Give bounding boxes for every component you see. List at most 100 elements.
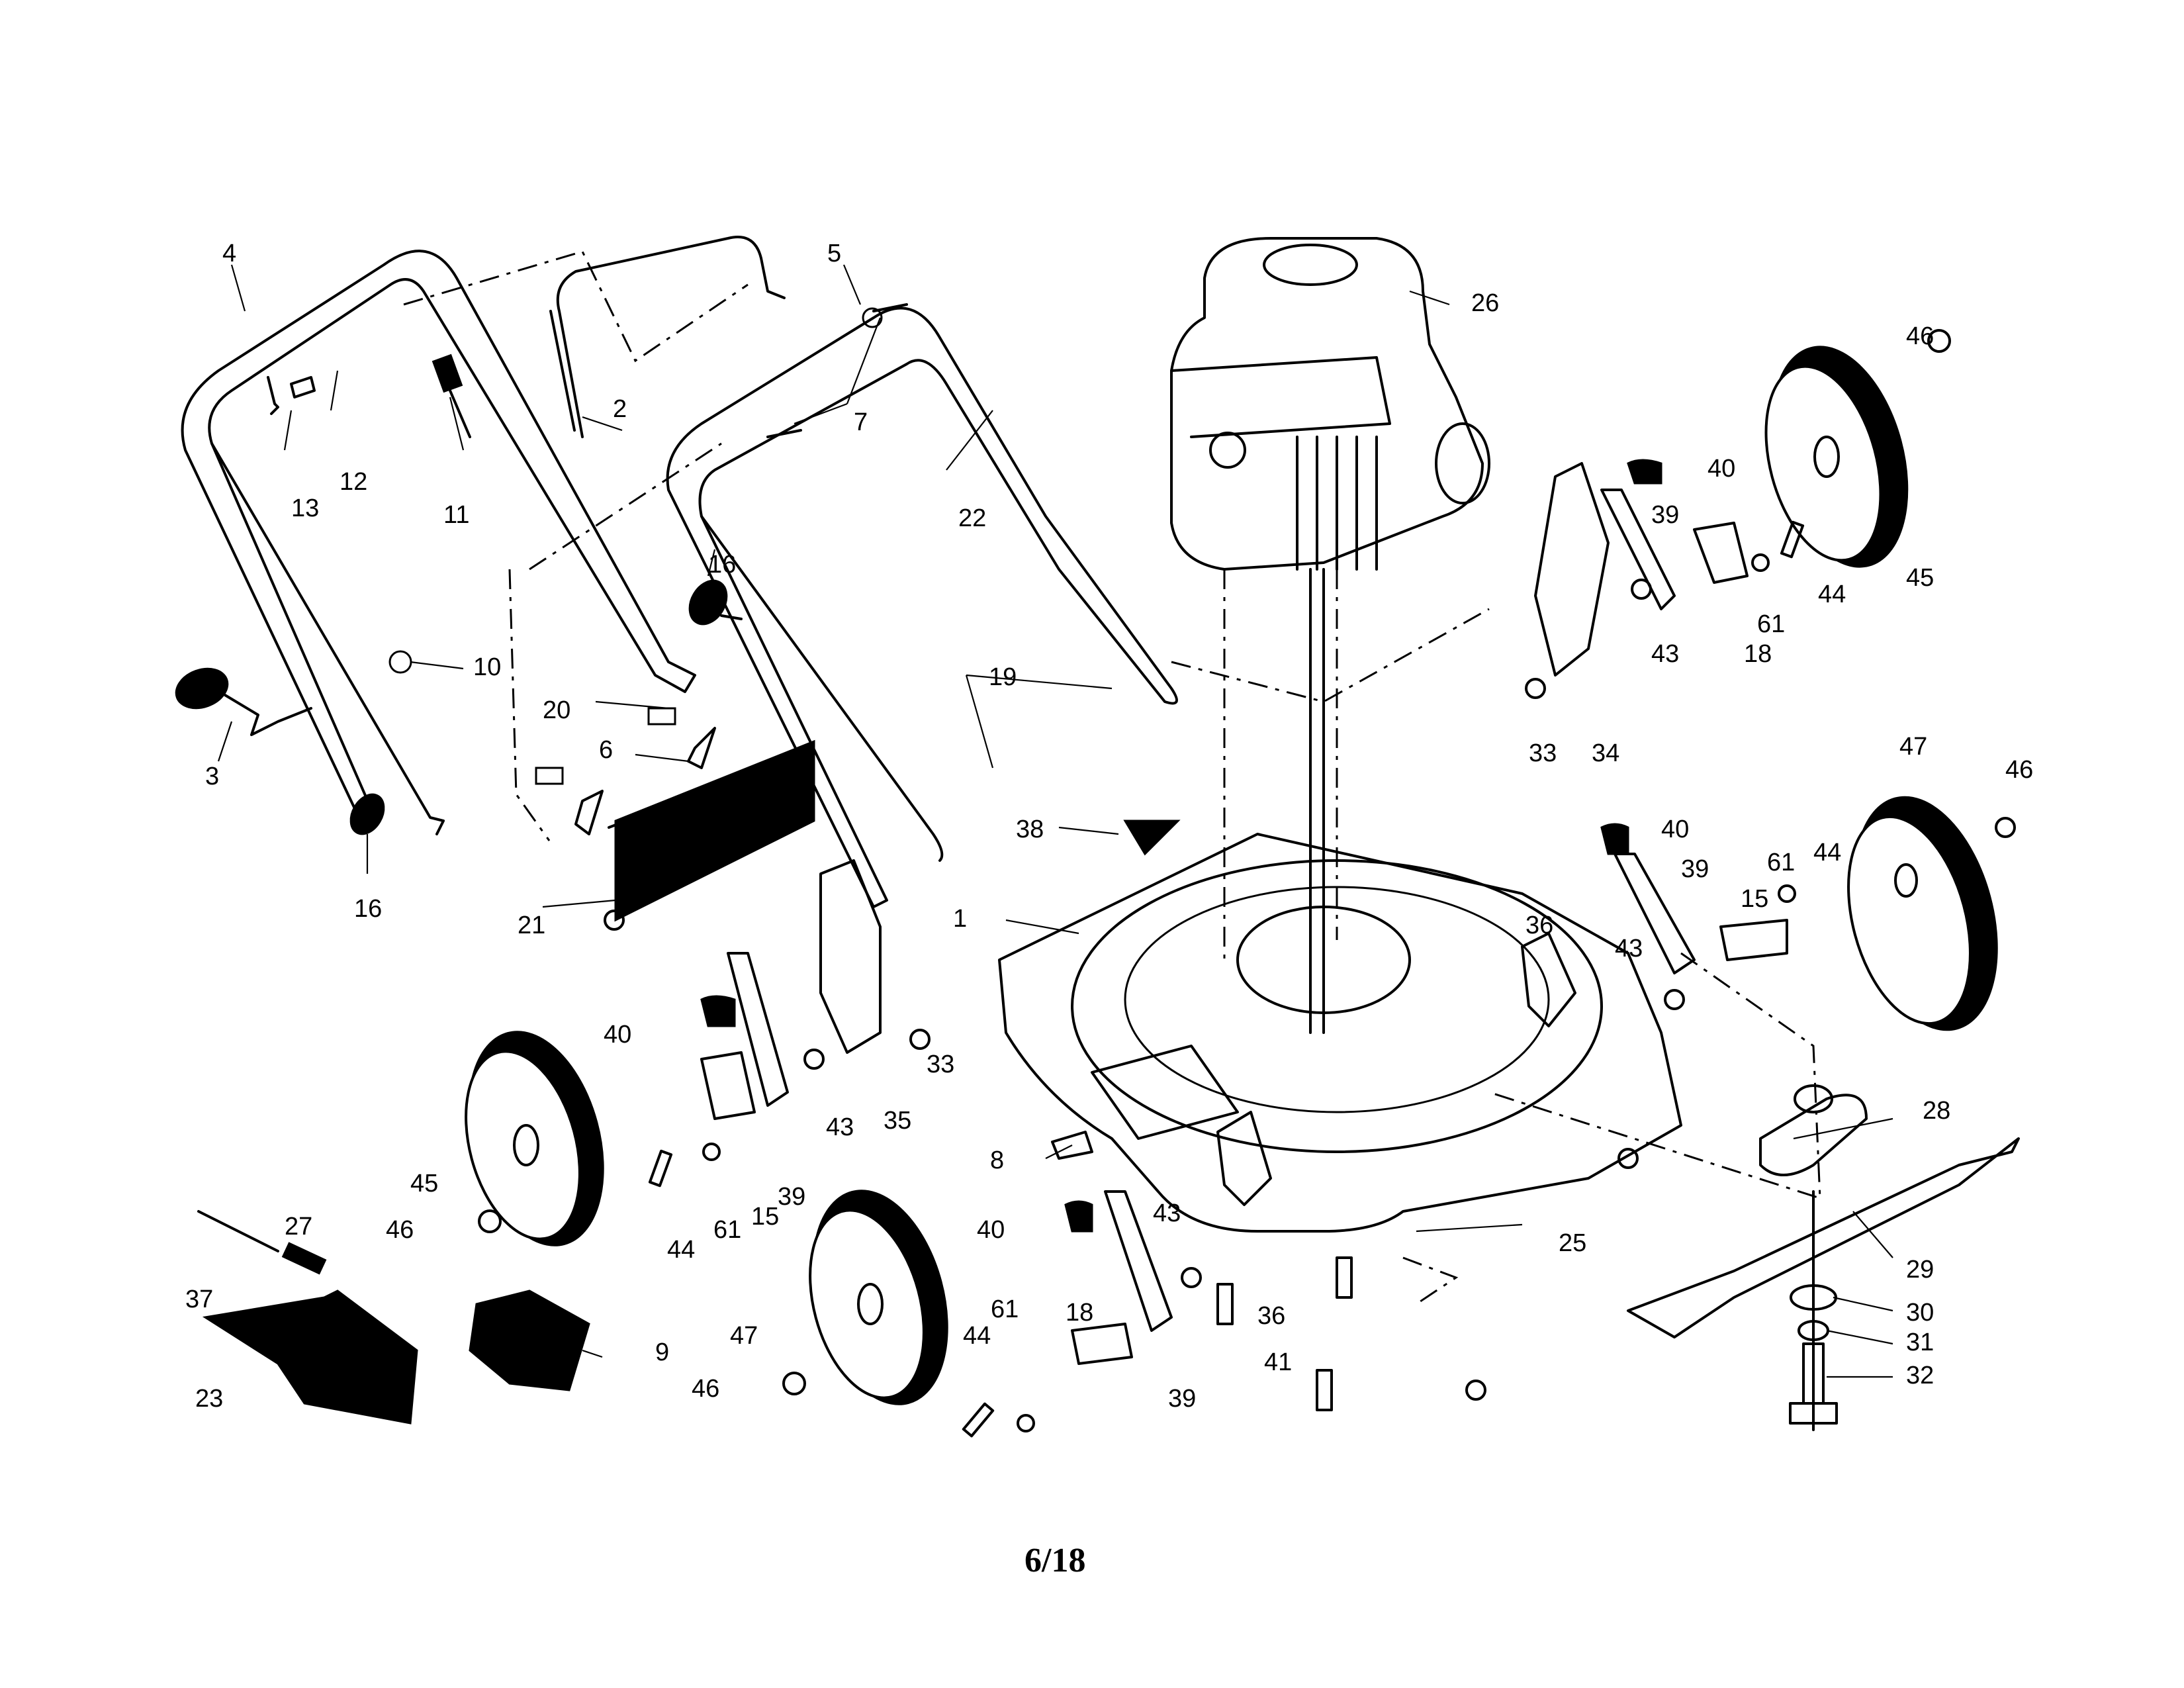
spacer-10	[388, 650, 412, 674]
callout-40d: 40	[977, 1216, 1005, 1244]
handle-knob-16-lower	[349, 793, 385, 835]
callout-40c: 40	[604, 1021, 631, 1049]
callout-61c: 61	[713, 1216, 741, 1244]
lever-39-rear-right	[1600, 489, 1676, 610]
callout-36a: 36	[1525, 912, 1553, 939]
chute-bracket	[574, 727, 716, 835]
callout-22: 22	[958, 504, 986, 532]
callout-46d: 46	[692, 1375, 719, 1403]
callout-26: 26	[1471, 289, 1499, 317]
callout-19: 19	[989, 663, 1017, 691]
nut-25a	[1465, 1380, 1486, 1401]
control-bail	[549, 236, 786, 438]
nut-guide-line	[1402, 1256, 1459, 1305]
callout-44a: 44	[1818, 581, 1846, 608]
wheel-47-left	[809, 1190, 948, 1405]
door-rod	[197, 1210, 279, 1252]
lever-knob-40b	[1600, 823, 1629, 855]
callout-61a: 61	[1757, 610, 1785, 638]
callout-40b: 40	[1661, 816, 1689, 843]
callout-4: 4	[222, 240, 236, 267]
spacer-43d	[1181, 1267, 1202, 1288]
screw-41b	[1336, 1256, 1353, 1299]
handle-knob-16-upper	[688, 579, 743, 626]
callout-61d: 61	[991, 1295, 1019, 1323]
lever-knob-40	[1627, 459, 1662, 485]
callout-32: 32	[1906, 1362, 1934, 1389]
callout-5: 5	[827, 240, 841, 267]
wave-washer-61b	[1778, 884, 1796, 903]
axle-bolt-44	[1780, 520, 1805, 559]
callout-39a: 39	[1651, 501, 1679, 529]
leader-lines	[217, 264, 1893, 1378]
spacer-43c	[803, 1049, 825, 1070]
callout-labels: 1 2 3 4 5 6 7 8 9 10 11 12 13 15 15 16 1…	[185, 240, 2033, 1413]
handle-cable-clip	[267, 376, 316, 415]
blade-adapter	[1759, 1084, 1868, 1176]
height-plate-35	[819, 859, 882, 1054]
callout-12: 12	[340, 468, 367, 496]
callout-61b: 61	[1767, 849, 1795, 876]
door-spring	[281, 1242, 327, 1275]
callout-43c: 43	[826, 1113, 854, 1141]
wheel-nut-46	[1927, 329, 1951, 353]
page-number: 6/18	[1024, 1542, 1086, 1579]
callout-15b: 15	[751, 1203, 779, 1231]
wheel-nut-46b	[1995, 817, 2016, 838]
callout-3: 3	[205, 763, 219, 790]
rear-shield	[604, 739, 815, 931]
cable-spring	[432, 353, 471, 438]
wheel-nut-46c	[478, 1209, 502, 1233]
callout-40a: 40	[1707, 455, 1735, 483]
callout-47a: 47	[1899, 733, 1927, 761]
callout-21: 21	[518, 912, 545, 939]
wave-washer-61d	[1017, 1414, 1035, 1432]
wheel-nut-46d	[782, 1372, 806, 1395]
handle-bolt	[766, 303, 908, 438]
callout-27: 27	[285, 1213, 312, 1241]
callout-39d: 39	[1168, 1385, 1196, 1413]
wave-washer-61c	[702, 1143, 721, 1161]
callout-33a: 33	[1529, 739, 1557, 767]
screw-41c	[1316, 1369, 1333, 1411]
screw-41a	[1216, 1283, 1234, 1325]
axle-bracket-15	[1719, 919, 1788, 961]
callout-39c: 39	[778, 1183, 805, 1211]
callout-16b: 16	[354, 895, 382, 923]
callout-16a: 16	[708, 551, 736, 579]
lever-knob-40d	[1064, 1200, 1093, 1233]
callout-46b: 46	[2005, 756, 2033, 784]
lever-knob-40c	[700, 995, 736, 1027]
callout-36b: 36	[1257, 1302, 1285, 1330]
callout-15a: 15	[1741, 885, 1768, 913]
axle-bolt-44b	[648, 1149, 673, 1188]
callout-35: 35	[884, 1107, 911, 1135]
wheel-45-left	[465, 1031, 604, 1246]
callout-18a: 18	[1744, 640, 1772, 668]
wave-washer-61	[1751, 553, 1770, 572]
callout-39b: 39	[1681, 855, 1709, 883]
bail-guide-line	[403, 250, 749, 363]
callout-43a: 43	[1651, 640, 1679, 668]
callout-2: 2	[613, 395, 627, 423]
callout-38: 38	[1016, 816, 1044, 843]
wheel-45-right	[1764, 346, 1909, 568]
height-plate-36	[1521, 932, 1576, 1027]
callout-10: 10	[473, 653, 501, 681]
callout-25: 25	[1559, 1229, 1586, 1257]
callout-33b: 33	[927, 1051, 954, 1078]
callout-47b: 47	[730, 1322, 758, 1350]
blade-bolt	[1789, 1342, 1838, 1425]
discharge-door	[202, 1289, 418, 1425]
height-plate-34	[1534, 462, 1610, 677]
callout-13: 13	[291, 494, 319, 522]
engine	[1170, 237, 1490, 571]
nut-25b	[1617, 1148, 1639, 1169]
callout-18b: 18	[1066, 1299, 1093, 1327]
callout-41: 41	[1264, 1348, 1292, 1376]
handle-knob-3	[175, 667, 312, 736]
wheel-47-right	[1847, 796, 1998, 1031]
spacer-43	[1631, 579, 1652, 600]
callout-6: 6	[599, 736, 613, 764]
